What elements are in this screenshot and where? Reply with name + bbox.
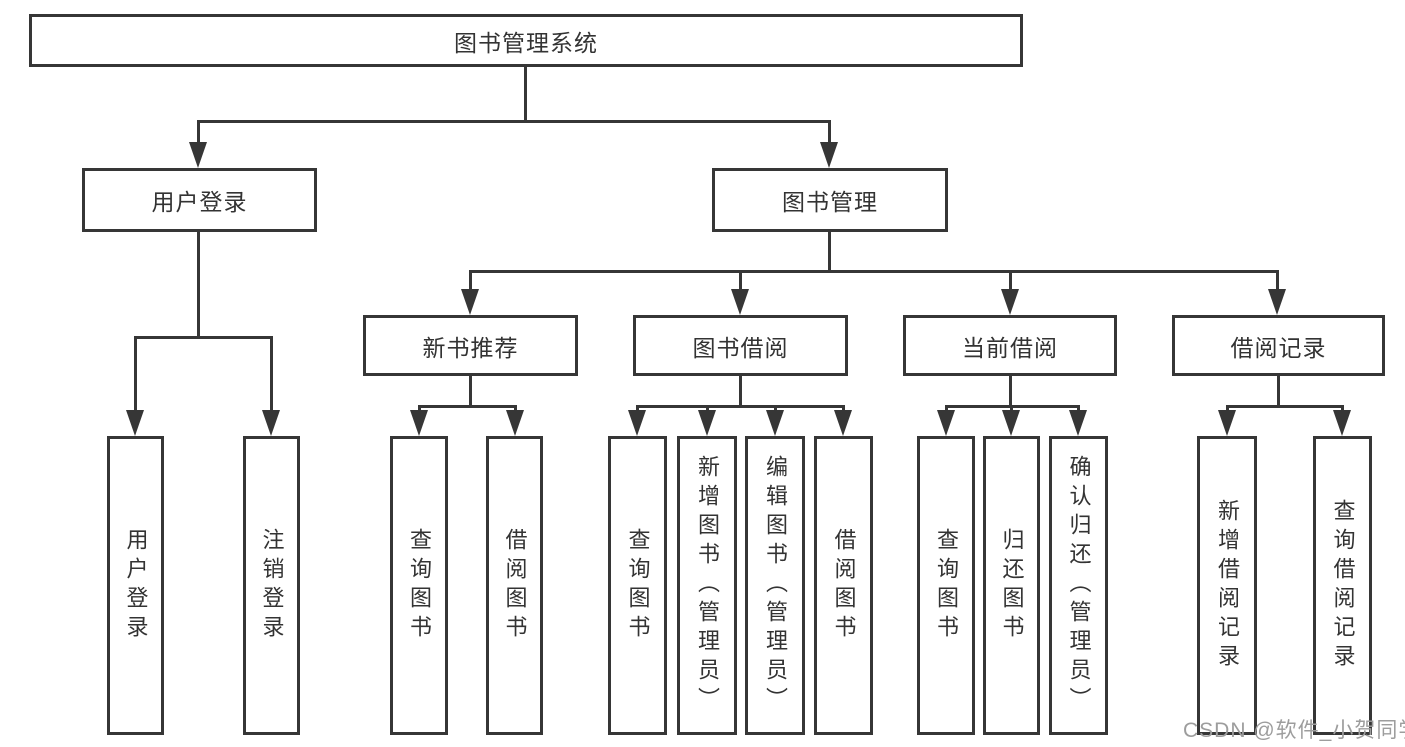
- node-label: 新增图书（管理员）: [695, 455, 720, 716]
- arrow-down: [1001, 289, 1019, 315]
- arrow-down: [834, 410, 852, 436]
- leaf-user-login: 用户登录: [107, 436, 164, 735]
- arrow-down: [262, 410, 280, 436]
- node-library-system: 图书管理系统: [29, 14, 1023, 67]
- connector-line: [828, 232, 831, 270]
- arrow-down: [731, 289, 749, 315]
- connector-line: [469, 270, 472, 292]
- connector-line: [828, 120, 831, 146]
- leaf-cb-return-books: 归还图书: [983, 436, 1040, 735]
- node-current-borrowing: 当前借阅: [903, 315, 1117, 376]
- arrow-down: [937, 410, 955, 436]
- connector-line: [270, 336, 273, 412]
- leaf-cb-query-books: 查询图书: [917, 436, 975, 735]
- node-label: 用户登录: [123, 527, 149, 644]
- node-book-borrowing: 图书借阅: [633, 315, 848, 376]
- leaf-bb-add-books-admin: 新增图书（管理员）: [677, 436, 737, 735]
- node-label: 借阅记录: [1230, 334, 1327, 361]
- node-label: 图书借阅: [692, 334, 789, 361]
- node-borrowing-records: 借阅记录: [1172, 315, 1385, 376]
- arrow-down: [1069, 410, 1087, 436]
- arrow-down: [506, 410, 524, 436]
- arrow-down: [820, 142, 838, 168]
- arrow-down: [1333, 410, 1351, 436]
- leaf-bb-edit-books-admin: 编辑图书（管理员）: [745, 436, 805, 735]
- node-label: 查询图书: [407, 527, 432, 644]
- connector-line: [1009, 270, 1012, 292]
- connector-line: [134, 336, 272, 339]
- leaf-nbr-query-books: 查询图书: [390, 436, 448, 735]
- csdn-watermark: CSDN @软件_小贺同学: [1183, 719, 1405, 742]
- leaf-bb-borrow-books: 借阅图书: [814, 436, 873, 735]
- node-label: 当前借阅: [962, 334, 1058, 361]
- arrow-down: [410, 410, 428, 436]
- node-label: 归还图书: [999, 527, 1025, 644]
- connector-line: [418, 405, 516, 408]
- node-label: 查询借阅记录: [1330, 498, 1356, 673]
- arrow-down: [1218, 410, 1236, 436]
- node-label: 编辑图书（管理员）: [763, 455, 788, 716]
- leaf-cb-confirm-return-admin: 确认归还（管理员）: [1049, 436, 1108, 735]
- connector-line: [739, 270, 742, 292]
- connector-line: [469, 270, 1279, 273]
- connector-line: [1276, 270, 1279, 292]
- node-label: 用户登录: [151, 189, 248, 215]
- node-book-management: 图书管理: [712, 168, 948, 232]
- node-new-book-recommend: 新书推荐: [363, 315, 578, 376]
- connector-line: [1226, 405, 1344, 408]
- node-label: 新增借阅记录: [1215, 498, 1240, 673]
- node-label: 确认归还（管理员）: [1066, 455, 1092, 716]
- node-label: 图书管理系统: [454, 29, 598, 56]
- arrow-down: [1002, 410, 1020, 436]
- node-user-login: 用户登录: [82, 168, 317, 232]
- connector-line: [524, 67, 527, 120]
- leaf-logout: 注销登录: [243, 436, 300, 735]
- connector-line: [1277, 376, 1280, 405]
- node-label: 查询图书: [934, 527, 959, 644]
- arrow-down: [189, 142, 207, 168]
- leaf-bb-query-books: 查询图书: [608, 436, 667, 735]
- leaf-nbr-borrow-books: 借阅图书: [486, 436, 543, 735]
- connector-line: [134, 336, 137, 412]
- leaf-br-query-record: 查询借阅记录: [1313, 436, 1372, 735]
- connector-line: [197, 232, 200, 336]
- connector-line: [197, 120, 831, 123]
- arrow-down: [461, 289, 479, 315]
- arrow-down: [1268, 289, 1286, 315]
- connector-line: [636, 405, 844, 408]
- node-label: 借阅图书: [502, 527, 528, 644]
- arrow-down: [698, 410, 716, 436]
- node-label: 注销登录: [259, 527, 285, 644]
- connector-line: [469, 376, 472, 405]
- node-label: 查询图书: [625, 527, 651, 644]
- connector-line: [1009, 376, 1012, 405]
- arrow-down: [766, 410, 784, 436]
- connector-line: [739, 376, 742, 405]
- node-label: 借阅图书: [831, 527, 857, 644]
- node-label: 新书推荐: [422, 334, 519, 361]
- node-label: 图书管理: [782, 189, 878, 215]
- leaf-br-add-record: 新增借阅记录: [1197, 436, 1257, 735]
- arrow-down: [126, 410, 144, 436]
- connector-line: [197, 120, 200, 146]
- arrow-down: [628, 410, 646, 436]
